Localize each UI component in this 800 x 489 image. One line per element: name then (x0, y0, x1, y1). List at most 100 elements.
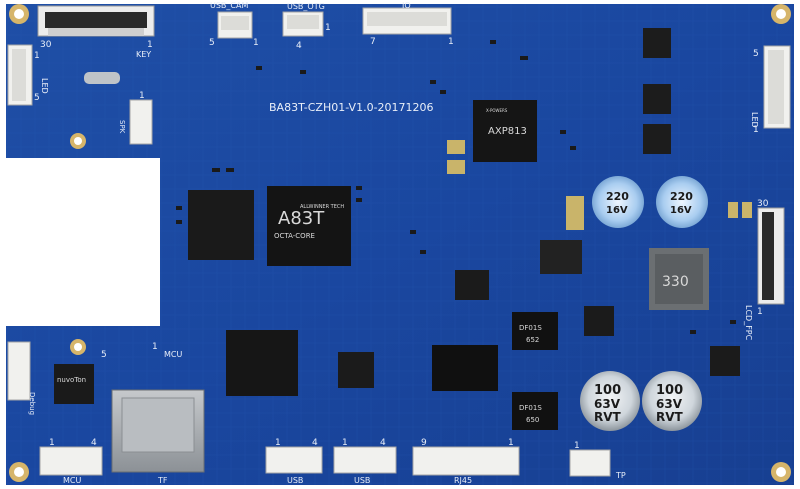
pins-rj45-1: 1 (508, 438, 514, 448)
label-tf: TF (157, 476, 168, 485)
soc-chip: A83T OCTA-CORE ALLWINNER TECH (267, 186, 351, 266)
pins-lcd-1: 1 (757, 307, 763, 317)
usb-cam-connector (217, 11, 253, 39)
inductor-label: 330 (662, 274, 689, 290)
pins-rj45-9: 9 (421, 438, 427, 448)
pins-otg-4: 4 (296, 41, 302, 51)
mcu-chip: nuvoTon (54, 364, 94, 404)
led-left-connector (7, 44, 33, 106)
label-key: KEY (136, 50, 151, 59)
soc-sub: OCTA-CORE (274, 232, 315, 240)
capacitor-top-left: 220 16V (592, 176, 644, 228)
ram-chip-1 (188, 190, 254, 260)
pins-usb1-4: 4 (312, 438, 318, 448)
label-led-right: LED (750, 112, 759, 128)
board-cap-bottom-right-rating: 63V (656, 397, 683, 411)
label-usb2: USB (354, 476, 370, 485)
pins-io-1: 1 (448, 37, 454, 47)
small-chip (338, 240, 740, 388)
spk-connector (129, 99, 153, 145)
pins-led-right-1: 1 (753, 125, 759, 135)
label-usb1: USB (287, 476, 303, 485)
pins-usb1-1: 1 (275, 438, 281, 448)
label-mcu-bottom: MCU (63, 476, 81, 485)
board-cap-top-right-voltage: 16V (670, 205, 692, 216)
pins-key-1: 1 (147, 40, 153, 50)
board-diode-a-l2: 652 (526, 336, 539, 344)
pins-tp-1: 1 (574, 441, 580, 451)
board-diode-a-l1: DF01S (519, 324, 542, 332)
pins-usb-cam-5: 5 (209, 38, 215, 48)
mcu-bottom-connector (39, 446, 103, 476)
pins-mcu-bottom-4: 4 (91, 438, 97, 448)
pins-mcu-top-5: 5 (101, 350, 107, 360)
board-cap-bottom-left-type: RVT (594, 410, 622, 424)
soc-model: A83T (278, 208, 325, 229)
capacitor-bottom-right: 100 63V RVT (642, 371, 702, 431)
pins-io-7: 7 (370, 37, 376, 47)
board-cap-top-right-value: 220 (670, 190, 693, 203)
usb1-connector (265, 446, 323, 474)
power-inductor: 330 (649, 248, 709, 310)
usb2-connector (333, 446, 397, 474)
tp-connector (569, 449, 611, 477)
io-connector (362, 7, 452, 35)
label-io: IO (402, 1, 411, 10)
label-debug: Debug (28, 392, 36, 415)
mounting-holes (9, 4, 791, 482)
rj45-connector (412, 446, 520, 476)
label-mcu-top: MCU (164, 350, 182, 359)
debug-connector (7, 341, 31, 401)
board-cap-top-left-voltage: 16V (606, 205, 628, 216)
pmic-chip: AXP813 X-POWERS (473, 100, 537, 162)
lan-transformer (432, 345, 498, 391)
label-led-left: LED (40, 78, 49, 94)
rectifier-b: DF01S 650 (512, 392, 558, 430)
board-diode-b-l1: DF01S (519, 404, 542, 412)
pins-mcu-top-1: 1 (152, 342, 158, 352)
board-cutout (0, 158, 160, 326)
board-diode-b-l2: 650 (526, 416, 539, 424)
crystal (84, 72, 120, 84)
pins-usb2-1: 1 (342, 438, 348, 448)
pins-spk-1: 1 (139, 91, 145, 101)
board-cap-bottom-left-v: 100 (594, 383, 621, 398)
key-fpc-connector (37, 5, 155, 37)
pins-key-30: 30 (40, 40, 52, 50)
rectifier-a: DF01S 652 (512, 312, 558, 350)
smd-caps (447, 140, 752, 230)
pin-numbers: 30 1 5 1 4 1 7 1 1 5 5 1 1 5 1 1 4 1 4 1… (34, 23, 769, 451)
led-right-connector (763, 45, 791, 129)
board-cap-bottom-right-type: RVT (656, 410, 684, 424)
label-usb-cam: USB_CAM (210, 1, 248, 10)
board-cap-bottom-left-rating: 63V (594, 397, 621, 411)
emmc-chip (226, 330, 298, 396)
pins-led-left-5: 5 (34, 93, 40, 103)
label-spk: SPK (118, 120, 126, 134)
pins-mcu-bottom-1: 1 (49, 438, 55, 448)
tf-card-slot (111, 389, 205, 473)
label-usb-otg: USB_OTG (287, 2, 325, 11)
soc-brand: ALLWINNER TECH (300, 204, 344, 210)
pins-lcd-30: 30 (757, 199, 769, 209)
board-cap-bottom-right-v: 100 (656, 383, 683, 398)
pins-led-right-5: 5 (753, 49, 759, 59)
label-rj45: RJ45 (454, 476, 472, 485)
pmic-brand: X-POWERS (486, 108, 508, 113)
lcd-fpc-connector (757, 207, 785, 305)
usb-otg-connector (282, 11, 324, 37)
pmic-model: AXP813 (488, 126, 527, 137)
smd-components (176, 40, 736, 334)
capacitor-bottom-left: 100 63V RVT (580, 371, 640, 431)
board-mcu-chip: nuvoTon (57, 376, 86, 384)
board-title: BA83T-CZH01-V1.0-20171206 (269, 101, 434, 114)
inductors (643, 28, 671, 154)
board-cap-top-left-value: 220 (606, 190, 629, 203)
pins-led-left-1: 1 (34, 51, 40, 61)
label-tp: TP (615, 471, 626, 480)
pins-usb-cam-1: 1 (253, 38, 259, 48)
pins-usb2-4: 4 (380, 438, 386, 448)
pins-otg-1: 1 (325, 23, 331, 33)
capacitor-top-right: 220 16V (656, 176, 708, 228)
